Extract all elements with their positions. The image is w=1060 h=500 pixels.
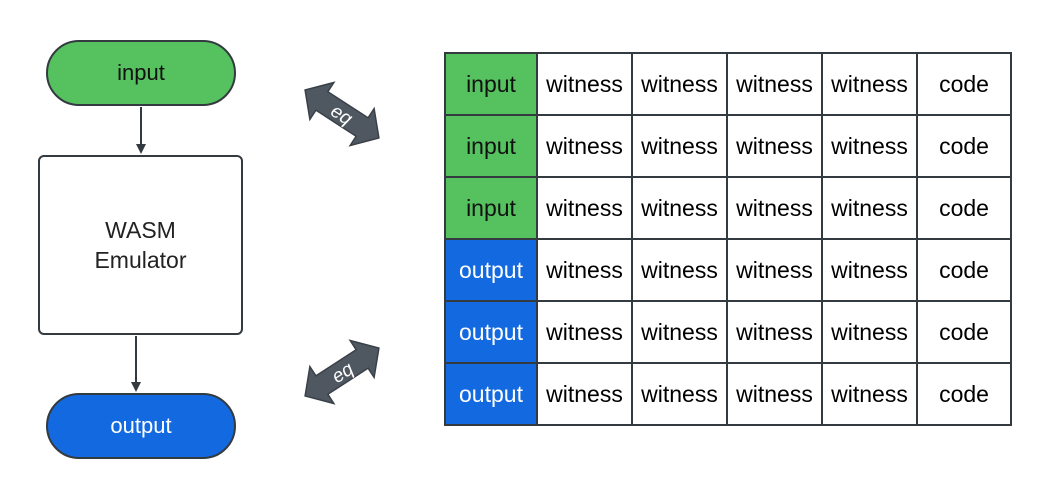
witness-cell: witness [631, 362, 728, 426]
witness-cell: witness [536, 52, 633, 116]
output-cell: output [444, 300, 538, 364]
witness-cell: witness [821, 238, 918, 302]
witness-cell: witness [726, 176, 823, 240]
witness-cell: witness [726, 52, 823, 116]
witness-cell: witness [726, 238, 823, 302]
wasm-emulator-node: WASM Emulator [38, 155, 243, 335]
double-arrow-icon [304, 339, 380, 405]
input-cell: input [444, 176, 538, 240]
witness-cell: witness [726, 300, 823, 364]
witness-cell: witness [631, 238, 728, 302]
witness-cell: witness [631, 52, 728, 116]
witness-cell: witness [536, 238, 633, 302]
emulator-label-line2: Emulator [94, 247, 187, 273]
witness-cell: witness [631, 114, 728, 178]
code-cell: code [916, 238, 1012, 302]
witness-cell: witness [726, 114, 823, 178]
code-cell: code [916, 52, 1012, 116]
code-cell: code [916, 176, 1012, 240]
output-node: output [46, 393, 236, 459]
witness-cell: witness [726, 362, 823, 426]
witness-cell: witness [821, 176, 918, 240]
eq-connector-top: eq [304, 81, 380, 147]
code-cell: code [916, 114, 1012, 178]
output-cell: output [444, 238, 538, 302]
eq-connector-bottom: eq [304, 339, 380, 405]
witness-cell: witness [536, 362, 633, 426]
witness-cell: witness [536, 300, 633, 364]
witness-cell: witness [536, 114, 633, 178]
witness-cell: witness [821, 52, 918, 116]
witness-cell: witness [821, 362, 918, 426]
input-node: input [46, 40, 236, 106]
witness-cell: witness [631, 176, 728, 240]
witness-cell: witness [821, 300, 918, 364]
witness-cell: witness [536, 176, 633, 240]
witness-cell: witness [821, 114, 918, 178]
input-cell: input [444, 52, 538, 116]
input-cell: input [444, 114, 538, 178]
code-cell: code [916, 362, 1012, 426]
witness-cell: witness [631, 300, 728, 364]
output-node-label: output [110, 413, 172, 438]
output-cell: output [444, 362, 538, 426]
emulator-label-line1: WASM [105, 217, 176, 243]
code-cell: code [916, 300, 1012, 364]
input-node-label: input [117, 60, 165, 85]
double-arrow-icon [304, 81, 380, 147]
